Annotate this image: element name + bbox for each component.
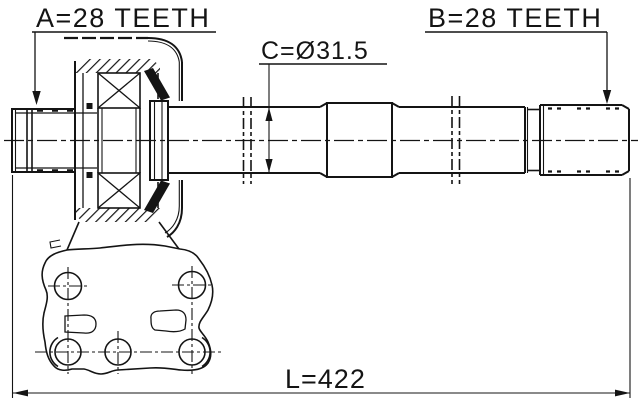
boot-band-upper xyxy=(144,68,170,101)
annotation-spline-b: B=28 TEETH xyxy=(425,3,612,104)
spline-b-shaft xyxy=(524,104,630,176)
upper-bearing-cross xyxy=(97,72,141,109)
hole-centerlines xyxy=(35,266,222,374)
arrowhead-l-right xyxy=(615,389,630,397)
bracket-tab xyxy=(49,239,62,249)
arrowhead-c-up xyxy=(265,107,273,121)
bracket-boss xyxy=(64,314,97,334)
bracket-outline xyxy=(41,243,214,375)
bracket-boss xyxy=(150,309,187,333)
annotation-diameter-c: C=Ø31.5 xyxy=(259,37,387,173)
boot-band-lower xyxy=(144,180,170,213)
label-spline-a: A=28 TEETH xyxy=(36,3,210,33)
mounting-bracket xyxy=(35,221,222,375)
annotation-spline-a: A=28 TEETH xyxy=(32,3,216,105)
dimension-length-l: L=422 xyxy=(11,175,631,398)
arrowhead-l-left xyxy=(13,389,28,397)
inner-joint-housing xyxy=(74,59,170,222)
label-spline-b: B=28 TEETH xyxy=(428,3,602,33)
label-diameter-c: C=Ø31.5 xyxy=(261,37,369,65)
boot-collar xyxy=(149,100,169,181)
intermediate-shaft xyxy=(168,96,525,184)
arrowhead-a xyxy=(32,91,41,105)
lower-bearing-cross xyxy=(97,172,141,209)
damper-section xyxy=(319,102,400,178)
arrowhead-c-down xyxy=(265,159,273,173)
arrowhead-b xyxy=(602,90,612,104)
label-length-l: L=422 xyxy=(285,364,366,394)
